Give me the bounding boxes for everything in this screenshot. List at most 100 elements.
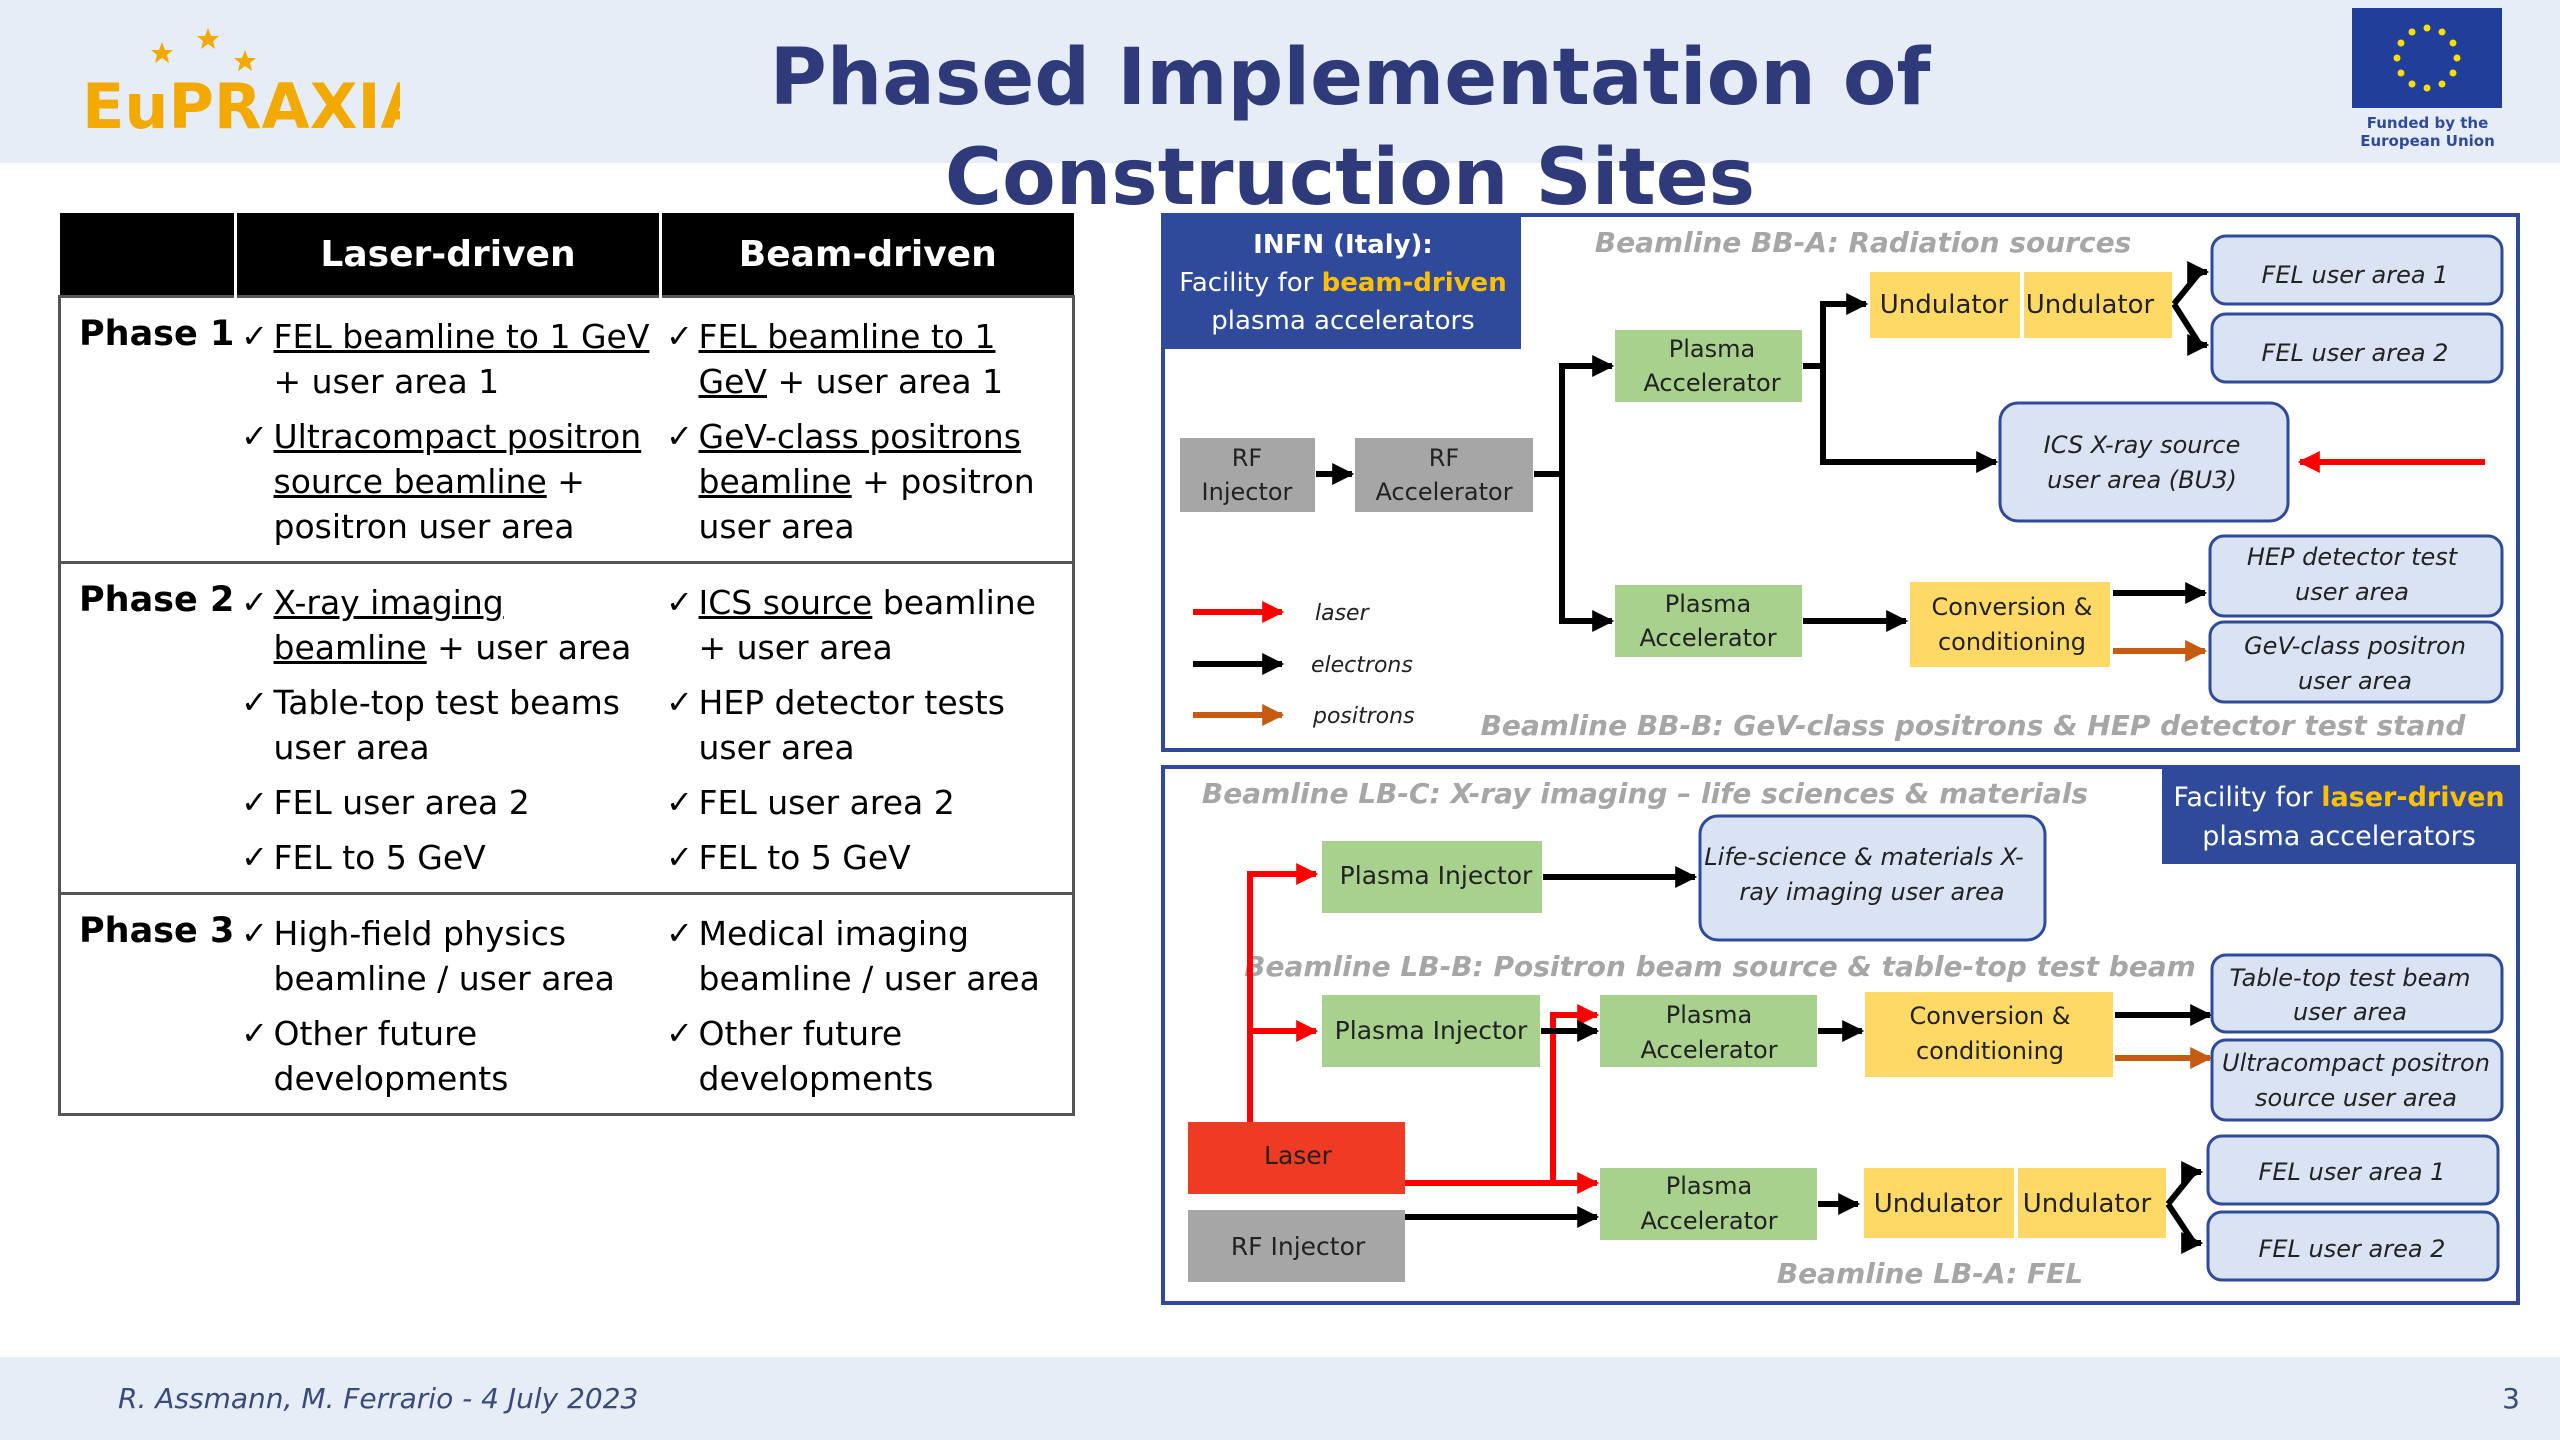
ics-source-box: ICS X-ray source user area (BU3) bbox=[1998, 401, 2290, 523]
table-header-blank bbox=[59, 213, 236, 297]
gev-positron-box: GeV-class positron user area bbox=[2208, 620, 2504, 704]
svg-text:HEP detector test: HEP detector test bbox=[2247, 543, 2459, 571]
eu-star-icon bbox=[2423, 24, 2431, 32]
phase-name-cell: Phase 3 bbox=[59, 892, 236, 1115]
phase-item: ✓Table-top test beams user area bbox=[236, 680, 661, 770]
rf-injector-box: RF Injector bbox=[1180, 438, 1315, 512]
page-number: 3 bbox=[2502, 1382, 2520, 1415]
phase-item-text: FEL to 5 GeV bbox=[273, 838, 486, 877]
eupraxia-logo: EuPRAXIA bbox=[82, 28, 400, 143]
phase-item-text: Medical imaging beamline / user area bbox=[698, 914, 1040, 998]
svg-text:Plasma: Plasma bbox=[1665, 590, 1751, 618]
beamline-lb-c-label: Beamline LB-C: X-ray imaging – life scie… bbox=[1202, 777, 2088, 810]
phase-row: Phase 3✓High-field physics beamline / us… bbox=[59, 892, 1074, 1115]
svg-text:Undulator: Undulator bbox=[1880, 290, 2009, 320]
eu-star-icon bbox=[2438, 80, 2446, 88]
eu-star-icon bbox=[2438, 28, 2446, 36]
laser-facility-label-box bbox=[2162, 769, 2516, 864]
checkmark-icon: ✓ bbox=[666, 583, 693, 621]
page-title: Phased Implementation of Construction Si… bbox=[769, 33, 1931, 223]
svg-text:FEL user area 1: FEL user area 1 bbox=[2259, 1158, 2446, 1186]
phase-laser-cell: ✓FEL beamline to 1 GeV + user area 1✓Ult… bbox=[235, 295, 661, 563]
eu-star-icon bbox=[2408, 28, 2416, 36]
svg-text:Accelerator: Accelerator bbox=[1640, 1036, 1777, 1064]
phase-name: Phase 1 bbox=[79, 314, 235, 354]
beamline-bb-a-label: Beamline BB-A: Radiation sources bbox=[1595, 226, 2132, 259]
svg-text:user area (BU3): user area (BU3) bbox=[2047, 466, 2237, 494]
laser-facility-line: Facility for laser-driven bbox=[2173, 782, 2504, 813]
eu-star-icon bbox=[2397, 39, 2405, 47]
checkmark-icon: ✓ bbox=[241, 914, 268, 952]
svg-text:Undulator: Undulator bbox=[1874, 1189, 2003, 1219]
eu-star-icon bbox=[2449, 69, 2457, 77]
plasma-injector-box-lbc: Plasma Injector bbox=[1322, 841, 1542, 913]
undulator-box-1-top: Undulator bbox=[1870, 272, 2020, 338]
logo-text: EuPRAXIA bbox=[82, 70, 400, 143]
laser-box: Laser bbox=[1188, 1122, 1405, 1194]
rf-accelerator-box: RF Accelerator bbox=[1355, 438, 1533, 512]
phase-item: ✓ICS source beamline + user area bbox=[661, 580, 1073, 670]
infn-label-box bbox=[1165, 217, 1521, 349]
eu-flag-icon bbox=[2352, 8, 2502, 108]
legend: laser electrons positrons bbox=[1193, 601, 1415, 729]
svg-text:Table-top test beam: Table-top test beam bbox=[2230, 964, 2471, 992]
svg-text:Undulator: Undulator bbox=[2023, 1189, 2152, 1219]
svg-text:Plasma Injector: Plasma Injector bbox=[1335, 1016, 1528, 1045]
table-top-box: Table-top test beam user area bbox=[2210, 953, 2504, 1034]
checkmark-icon: ✓ bbox=[241, 783, 268, 821]
beam-driven-panel bbox=[1161, 213, 2520, 752]
svg-text:conditioning: conditioning bbox=[1938, 628, 2086, 656]
phase-name: Phase 3 bbox=[79, 911, 235, 951]
phase-item: ✓Other future developments bbox=[236, 1011, 661, 1101]
phase-item: ✓FEL to 5 GeV bbox=[236, 835, 661, 880]
svg-text:user area: user area bbox=[2293, 998, 2407, 1026]
fel-user-area-2-bottom: FEL user area 2 bbox=[2206, 1210, 2500, 1282]
eu-star-icon bbox=[2449, 39, 2457, 47]
svg-text:Conversion &: Conversion & bbox=[1932, 593, 2093, 621]
fel-user-area-2-top: FEL user area 2 bbox=[2210, 312, 2504, 384]
phase-beam-cell: ✓FEL beamline to 1 GeV + user area 1 ✓GeV… bbox=[660, 295, 1074, 563]
header-band bbox=[0, 0, 2560, 163]
phase-item-text: Other future developments bbox=[273, 1014, 509, 1098]
checkmark-icon: ✓ bbox=[241, 583, 268, 621]
infn-facility-suffix: plasma accelerators bbox=[1211, 306, 1474, 336]
conversion-box-bottom: Conversion & conditioning bbox=[1865, 992, 2113, 1077]
phase-item-text: Table-top test beams user area bbox=[273, 683, 620, 767]
phase-row: Phase 1✓FEL beamline to 1 GeV + user are… bbox=[59, 295, 1074, 563]
svg-text:Accelerator: Accelerator bbox=[1640, 1207, 1777, 1235]
phase-table: Laser-driven Beam-driven Phase 1✓FEL bea… bbox=[58, 213, 1075, 1116]
svg-text:Undulator: Undulator bbox=[2026, 290, 2155, 320]
svg-text:source user area: source user area bbox=[2255, 1084, 2457, 1112]
phase-item-text: FEL to 5 GeV bbox=[698, 838, 911, 877]
checkmark-icon: ✓ bbox=[241, 417, 268, 455]
svg-text:user area: user area bbox=[2295, 578, 2409, 606]
phase-item: ✓Ultracompact positron source beamline +… bbox=[236, 414, 661, 549]
svg-text:Accelerator: Accelerator bbox=[1639, 624, 1776, 652]
phase-item-text: X-ray imaging beamline + user area bbox=[273, 583, 632, 667]
phase-item-text: FEL beamline to 1 GeV + user area 1 bbox=[698, 317, 1004, 401]
phase-item: ✓HEP detector tests user area bbox=[661, 680, 1073, 770]
svg-text:Life-science & materials X-: Life-science & materials X- bbox=[1704, 843, 2023, 871]
checkmark-icon: ✓ bbox=[241, 317, 268, 355]
beamline-bb-b-label: Beamline BB-B: GeV-class positrons & HEP… bbox=[1481, 709, 2467, 742]
eu-funding-text: Funded by the European Union bbox=[2360, 114, 2495, 150]
phase-beam-cell: ✓Medical imaging beamline / user area✓Ot… bbox=[660, 892, 1074, 1115]
phase-item-text: GeV-class positrons beamline + positron … bbox=[698, 417, 1035, 546]
plasma-accelerator-box-lbb: Plasma Accelerator bbox=[1600, 995, 1817, 1067]
checkmark-icon: ✓ bbox=[666, 317, 693, 355]
phase-item: ✓GeV-class positrons beamline + positron… bbox=[661, 414, 1073, 549]
fel-user-area-1-top: FEL user area 1 bbox=[2210, 234, 2504, 306]
plasma-accelerator-box-bba: Plasma Accelerator bbox=[1615, 330, 1802, 402]
undulator-box-2-bottom: Undulator bbox=[2018, 1168, 2166, 1238]
checkmark-icon: ✓ bbox=[666, 783, 693, 821]
laser-arrows-bottom bbox=[1247, 863, 1600, 1194]
svg-text:conditioning: conditioning bbox=[1916, 1037, 2064, 1065]
phase-item: ✓FEL user area 2 bbox=[236, 780, 661, 825]
svg-text:Plasma: Plasma bbox=[1666, 1172, 1752, 1200]
phase-item: ✓FEL user area 2 bbox=[661, 780, 1073, 825]
phase-item: ✓Medical imaging beamline / user area bbox=[661, 911, 1073, 1001]
phase-item-text: FEL user area 2 bbox=[273, 783, 530, 822]
svg-text:FEL user area 2: FEL user area 2 bbox=[2259, 1235, 2446, 1263]
phase-item: ✓High-field physics beamline / user area bbox=[236, 911, 661, 1001]
plasma-injector-box-lbb: Plasma Injector bbox=[1322, 995, 1540, 1067]
